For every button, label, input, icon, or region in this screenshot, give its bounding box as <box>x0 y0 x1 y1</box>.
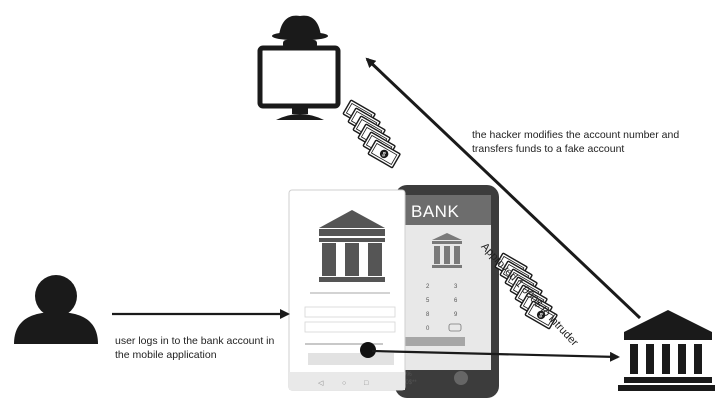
money-stack-top <box>343 100 400 168</box>
bank-icon <box>618 310 715 391</box>
hacker-caption: the hacker modifies the account number a… <box>472 128 712 156</box>
hacker-icon <box>260 16 338 120</box>
user-caption: user logs in to the bank account in the … <box>115 334 290 362</box>
phone-mockup: BANK 2 3 5 6 8 9 0 Instituut: 100% Acct:… <box>289 185 499 398</box>
svg-text:◁: ◁ <box>318 380 324 387</box>
svg-text:○: ○ <box>342 380 346 387</box>
user-icon <box>14 275 98 344</box>
phone-app-title: BANK <box>411 202 459 221</box>
